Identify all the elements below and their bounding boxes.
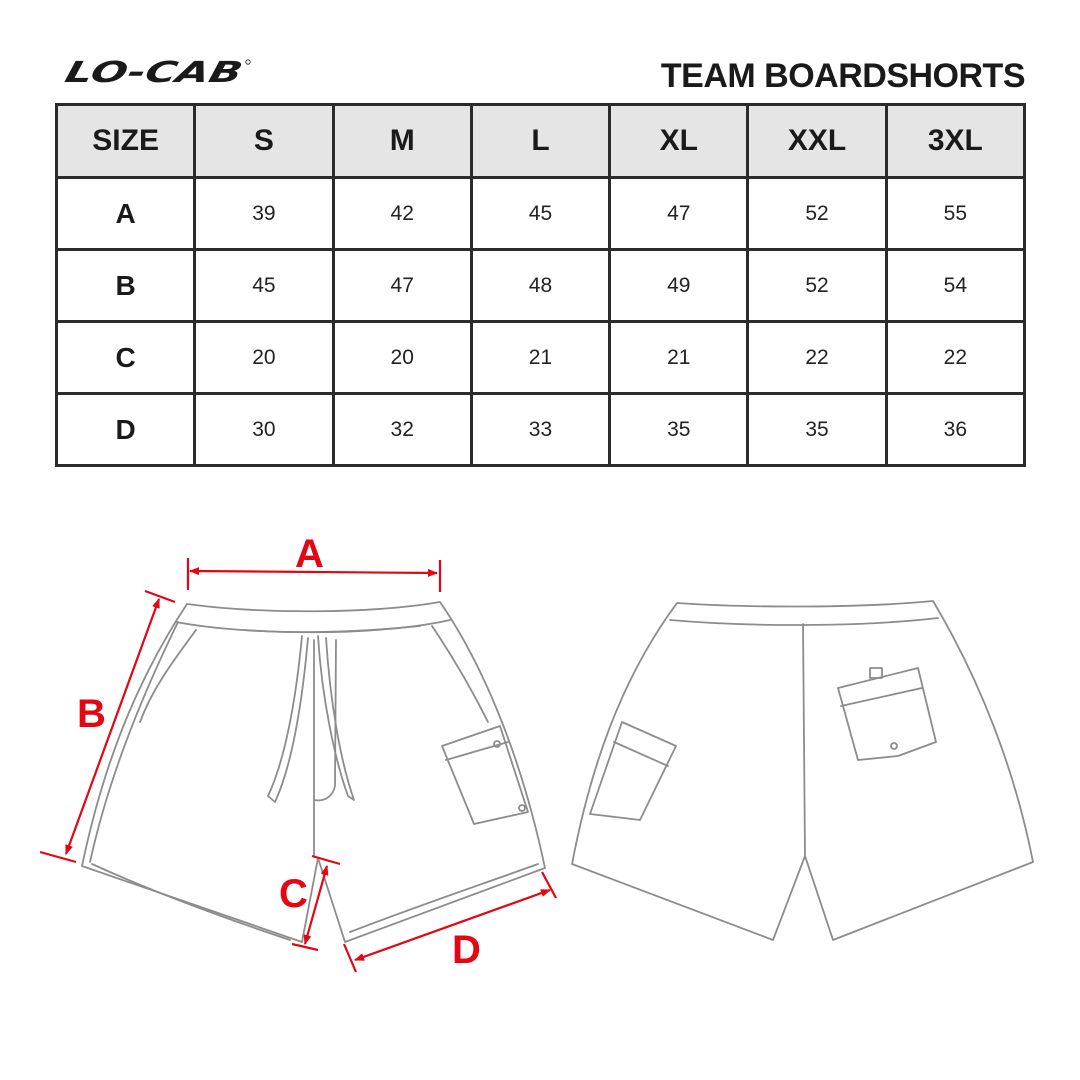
drawstring-right xyxy=(317,635,355,801)
front-hem-left xyxy=(91,863,291,941)
table-cell: 22 xyxy=(746,320,888,395)
snap-button-icon xyxy=(493,740,501,748)
table-row: A 39 42 45 47 52 55 xyxy=(54,176,1027,251)
table-row: C 20 20 21 21 22 22 xyxy=(54,320,1027,395)
table-cell: 21 xyxy=(469,320,612,395)
table-cell: 35 xyxy=(746,392,888,467)
back-pocket-tab xyxy=(869,667,883,679)
snap-button-icon xyxy=(518,804,526,812)
column-header: XL xyxy=(608,103,750,179)
brand-logo: LO-CAB xyxy=(60,56,252,88)
table-cell: 52 xyxy=(746,176,888,251)
table-cell: 45 xyxy=(193,248,335,323)
back-patch-pocket xyxy=(837,667,937,761)
front-left-side-seam xyxy=(89,621,179,863)
table-cell: 39 xyxy=(193,176,335,251)
shorts-front-view xyxy=(81,601,546,943)
column-header: 3XL xyxy=(884,103,1027,179)
column-header: M xyxy=(331,103,473,179)
table-cell: 48 xyxy=(469,248,612,323)
table-cell: 49 xyxy=(608,248,750,323)
row-label: D xyxy=(54,392,197,467)
table-cell: 35 xyxy=(608,392,750,467)
table-cell: 32 xyxy=(331,392,473,467)
table-cell: 21 xyxy=(608,320,750,395)
drawstring-left xyxy=(267,635,309,803)
table-cell: 47 xyxy=(331,248,473,323)
back-outline xyxy=(571,600,1034,941)
measurement-lines xyxy=(39,558,557,973)
table-cell: 47 xyxy=(608,176,750,251)
front-right-pocket-opening xyxy=(431,625,489,723)
column-header: S xyxy=(193,103,335,179)
measure-label-c: C xyxy=(279,872,308,916)
measure-c-line xyxy=(303,865,329,945)
measure-a-line xyxy=(189,567,438,577)
shorts-illustration xyxy=(39,558,1034,973)
page-title: TEAM BOARDSHORTS xyxy=(660,57,1026,95)
snap-button-icon xyxy=(890,742,898,750)
front-cargo-pocket xyxy=(441,725,529,825)
table-row: B 45 47 48 49 52 54 xyxy=(54,248,1027,323)
table-cell: 20 xyxy=(331,320,473,395)
measure-d-line xyxy=(354,888,551,962)
back-patch-pocket-flap xyxy=(840,687,923,707)
measure-b-line xyxy=(64,598,161,855)
back-side-pocket-flap xyxy=(613,741,669,767)
table-cell: 42 xyxy=(331,176,473,251)
table-cell: 30 xyxy=(193,392,335,467)
table-cell: 22 xyxy=(884,320,1027,395)
table-row: D 30 32 33 35 35 36 xyxy=(54,392,1027,467)
back-waistband xyxy=(669,617,939,626)
front-waistband-inner xyxy=(244,625,421,633)
front-waistband xyxy=(175,619,451,634)
row-label: C xyxy=(54,320,197,395)
measure-label-d: D xyxy=(452,928,481,972)
logo-text: LO-CAB xyxy=(62,56,246,88)
measurement-diagram: A B C D xyxy=(0,480,1080,1000)
measure-label-b: B xyxy=(77,692,106,736)
column-header: L xyxy=(469,103,612,179)
front-cargo-flap xyxy=(445,741,509,761)
table-header-row: SIZE S M L XL XXL 3XL xyxy=(54,103,1027,179)
table-corner-cell: SIZE xyxy=(54,103,197,179)
size-chart-table: SIZE S M L XL XXL 3XL A 39 42 45 47 52 5… xyxy=(54,103,1027,467)
table-cell: 52 xyxy=(746,248,888,323)
registered-mark-icon xyxy=(245,59,251,65)
table-cell: 20 xyxy=(193,320,335,395)
table-cell: 33 xyxy=(469,392,612,467)
back-center-seam xyxy=(802,623,806,857)
front-hem-right xyxy=(349,863,539,933)
table-cell: 55 xyxy=(884,176,1027,251)
column-header: XXL xyxy=(746,103,888,179)
table-cell: 45 xyxy=(469,176,612,251)
brand-logo-mark: LO-CAB xyxy=(62,56,251,88)
back-side-pocket xyxy=(589,721,677,821)
measure-label-a: A xyxy=(295,532,324,576)
row-label: B xyxy=(54,248,197,323)
front-fly-curve xyxy=(313,639,337,802)
table-cell: 36 xyxy=(884,392,1027,467)
shorts-back-view xyxy=(571,600,1034,941)
row-label: A xyxy=(54,176,197,251)
table-cell: 54 xyxy=(884,248,1027,323)
